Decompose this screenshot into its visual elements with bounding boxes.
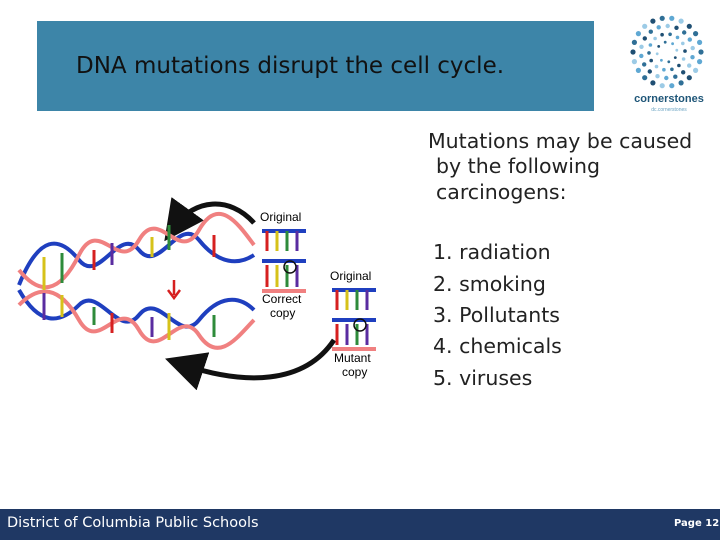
helix-top-blue — [17, 231, 256, 286]
logo-dot — [660, 58, 663, 62]
slide-title: DNA mutations disrupt the cell cycle. — [76, 53, 505, 79]
logo-dot — [648, 43, 653, 47]
dna-replication-diagram: Original Original Correct copy Mutant co… — [17, 197, 376, 391]
label-original-mid: Original — [330, 269, 371, 283]
logo-dot — [631, 59, 637, 65]
logo-dot — [681, 41, 685, 46]
footer-bar — [0, 509, 720, 540]
logo-dot — [635, 67, 641, 73]
logo-dot — [665, 23, 670, 29]
logo-dot — [675, 35, 680, 40]
replication-arrow-bottom — [165, 338, 337, 391]
logo-dot — [659, 83, 665, 89]
logo-dot — [655, 52, 659, 56]
intro-line-3: carcinogens: — [436, 180, 567, 204]
logo-dot — [674, 25, 679, 30]
down-arrow — [167, 280, 181, 301]
title-banner — [37, 21, 594, 111]
label-correct-copy: copy — [270, 306, 295, 320]
logo-dot — [693, 31, 699, 37]
logo-dot — [639, 53, 644, 59]
cornerstones-logo — [630, 15, 704, 89]
logo-dot — [660, 32, 664, 37]
logo-dot — [647, 51, 651, 55]
logo-dot — [664, 75, 669, 81]
logo-dot — [650, 80, 656, 86]
logo-dot — [673, 56, 677, 59]
logo-dot — [647, 69, 652, 74]
logo-dot — [668, 32, 672, 37]
logo-dot — [677, 63, 681, 68]
logo-dot — [642, 23, 648, 29]
logo-dot — [686, 75, 692, 81]
helix-top-red — [17, 212, 256, 290]
logo-tagline: dc.cornerstones — [651, 107, 687, 113]
carcinogen-item: 4. chemicals — [433, 334, 562, 358]
page-number: Page 12 — [674, 518, 720, 529]
footer-organization: District of Columbia Public Schools — [7, 515, 259, 531]
logo-dot — [659, 15, 665, 21]
logo-dot — [631, 39, 637, 45]
logo-dot — [642, 75, 648, 81]
logo-dot — [690, 45, 695, 51]
logo-dot — [687, 37, 692, 42]
logo-dot — [697, 39, 703, 45]
logo-name: cornerstones — [634, 93, 704, 105]
logo-dot — [673, 74, 678, 79]
carcinogen-item: 3. Pollutants — [433, 303, 560, 327]
logo-dot — [687, 63, 692, 68]
logo-dot — [681, 70, 686, 75]
logo-dot — [693, 67, 699, 73]
label-mutant-copy: copy — [342, 365, 367, 379]
logo-dot — [678, 80, 684, 86]
logo-dot — [650, 18, 656, 24]
carcinogen-item: 5. viruses — [433, 366, 533, 390]
logo-dot — [698, 49, 704, 55]
logo-dot — [667, 60, 671, 64]
carcinogen-item: 1. radiation — [433, 240, 551, 264]
logo-dot — [649, 58, 653, 63]
logo-dot — [669, 15, 675, 21]
logo-dot — [656, 25, 661, 30]
logo-dot — [678, 18, 684, 24]
logo-dot — [682, 30, 687, 35]
logo-dot — [639, 44, 644, 49]
intro-line-1: Mutations may be caused — [428, 129, 693, 153]
logo-dot — [657, 45, 661, 48]
logo-dot — [697, 59, 703, 65]
logo-dot — [662, 67, 666, 72]
logo-dot — [655, 74, 660, 79]
label-mutant: Mutant — [334, 351, 371, 365]
intro-line-2: by the following — [436, 154, 600, 178]
helix-bottom-red — [17, 289, 256, 350]
logo-dot — [683, 49, 687, 53]
carcinogen-item: 2. smoking — [433, 272, 546, 296]
logo-dot — [690, 55, 695, 60]
logo-dot — [681, 57, 686, 61]
logo-dot — [670, 67, 674, 72]
label-original-top: Original — [260, 210, 301, 224]
logo-dot — [675, 48, 679, 52]
label-correct: Correct — [262, 292, 302, 306]
logo-dot — [648, 29, 653, 34]
logo-dot — [653, 36, 657, 41]
logo-dot — [642, 36, 647, 41]
base-pairs — [42, 225, 216, 340]
logo-dot — [669, 83, 675, 89]
logo-dot — [686, 23, 692, 29]
logo-dot — [654, 64, 659, 69]
logo-dot — [635, 31, 641, 37]
logo-dot — [663, 40, 667, 44]
logo-dot — [642, 62, 647, 67]
logo-dot — [630, 49, 636, 55]
replication-arrow-top — [164, 197, 256, 242]
logo-dot — [671, 42, 674, 46]
